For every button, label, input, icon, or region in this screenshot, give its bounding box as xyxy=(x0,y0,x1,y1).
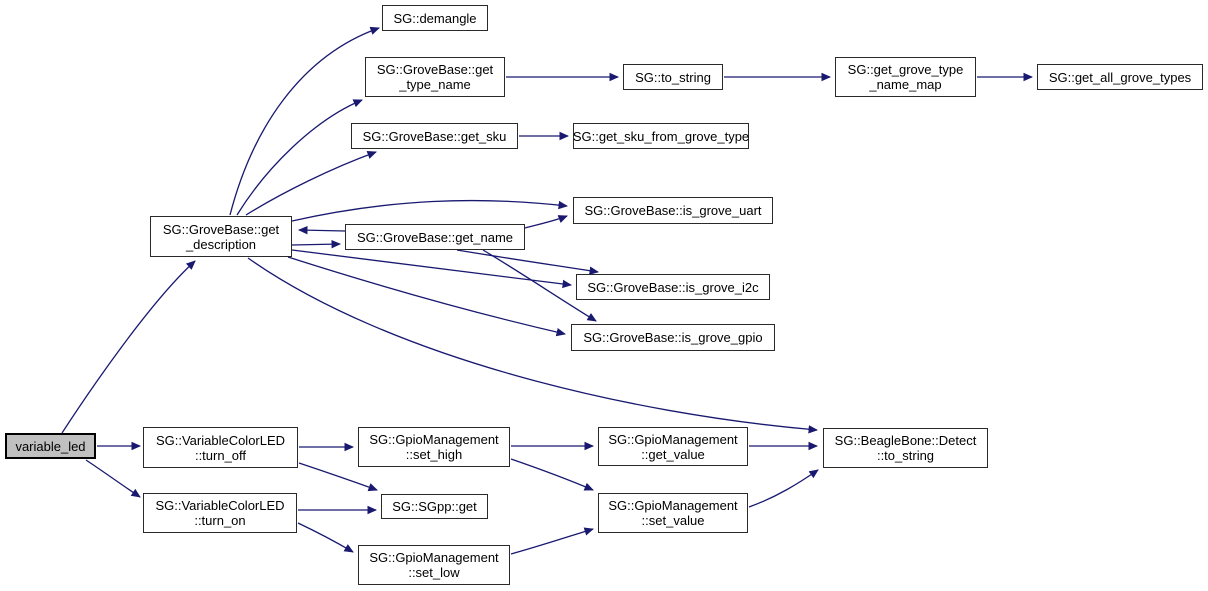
edge-get_name-to-is_grove_uart xyxy=(524,215,568,229)
node-get_description[interactable]: SG::GroveBase::get _description xyxy=(150,216,292,257)
node-turn_on[interactable]: SG::VariableColorLED ::turn_on xyxy=(143,493,297,533)
node-get_type_name[interactable]: SG::GroveBase::get _type_name xyxy=(365,57,505,97)
edge-get_description-to-get_type_name xyxy=(236,99,363,216)
node-is_grove_uart[interactable]: SG::GroveBase::is_grove_uart xyxy=(573,197,773,224)
node-turn_off[interactable]: SG::VariableColorLED ::turn_off xyxy=(143,427,298,468)
edge-variable_led-to-get_description xyxy=(61,260,196,434)
edge-get_description-to-get_name xyxy=(291,239,341,249)
node-sgpp_get[interactable]: SG::SGpp::get xyxy=(381,494,488,519)
edge-get_description-to-is_grove_i2c xyxy=(291,249,572,289)
edge-set_low-to-set_value xyxy=(510,527,594,555)
edge-get_name-to-get_description xyxy=(298,225,346,235)
node-is_grove_gpio[interactable]: SG::GroveBase::is_grove_gpio xyxy=(571,324,775,351)
edge-variable_led-to-turn_on xyxy=(85,459,141,498)
node-get_sku[interactable]: SG::GroveBase::get_sku xyxy=(351,123,518,149)
node-get_sku_from_grove_type[interactable]: SG::get_sku_from_grove_type xyxy=(573,123,749,149)
node-bb_to_string[interactable]: SG::BeagleBone::Detect ::to_string xyxy=(823,428,988,468)
node-demangle[interactable]: SG::demangle xyxy=(382,5,488,31)
node-grove_type_name_map[interactable]: SG::get_grove_type _name_map xyxy=(835,57,976,97)
edge-get_description-to-demangle xyxy=(229,26,380,216)
node-get_all_grove_types[interactable]: SG::get_all_grove_types xyxy=(1037,64,1203,90)
edge-get_name-to-is_grove_gpio xyxy=(482,249,597,322)
edge-get_description-to-is_grove_uart xyxy=(291,199,568,222)
edge-get_name-to-is_grove_i2c xyxy=(456,249,599,275)
edge-set_high-to-set_value xyxy=(510,458,594,491)
node-set_high[interactable]: SG::GpioManagement ::set_high xyxy=(358,427,510,467)
node-get_name[interactable]: SG::GroveBase::get_name xyxy=(345,224,525,250)
node-is_grove_i2c[interactable]: SG::GroveBase::is_grove_i2c xyxy=(576,274,770,300)
edge-turn_on-to-set_low xyxy=(297,522,354,553)
node-set_value[interactable]: SG::GpioManagement ::set_value xyxy=(598,493,748,533)
edge-get_description-to-bb_to_string xyxy=(247,257,818,434)
edge-get_description-to-get_sku xyxy=(245,150,377,216)
node-to_string[interactable]: SG::to_string xyxy=(623,64,723,90)
node-set_low[interactable]: SG::GpioManagement ::set_low xyxy=(358,545,510,585)
node-variable_led[interactable]: variable_led xyxy=(5,433,96,459)
edge-turn_off-to-sgpp_get xyxy=(298,462,378,492)
node-get_value[interactable]: SG::GpioManagement ::get_value xyxy=(598,427,748,466)
edge-set_value-to-bb_to_string xyxy=(748,469,819,508)
edge-get_description-to-is_grove_gpio xyxy=(287,256,566,337)
